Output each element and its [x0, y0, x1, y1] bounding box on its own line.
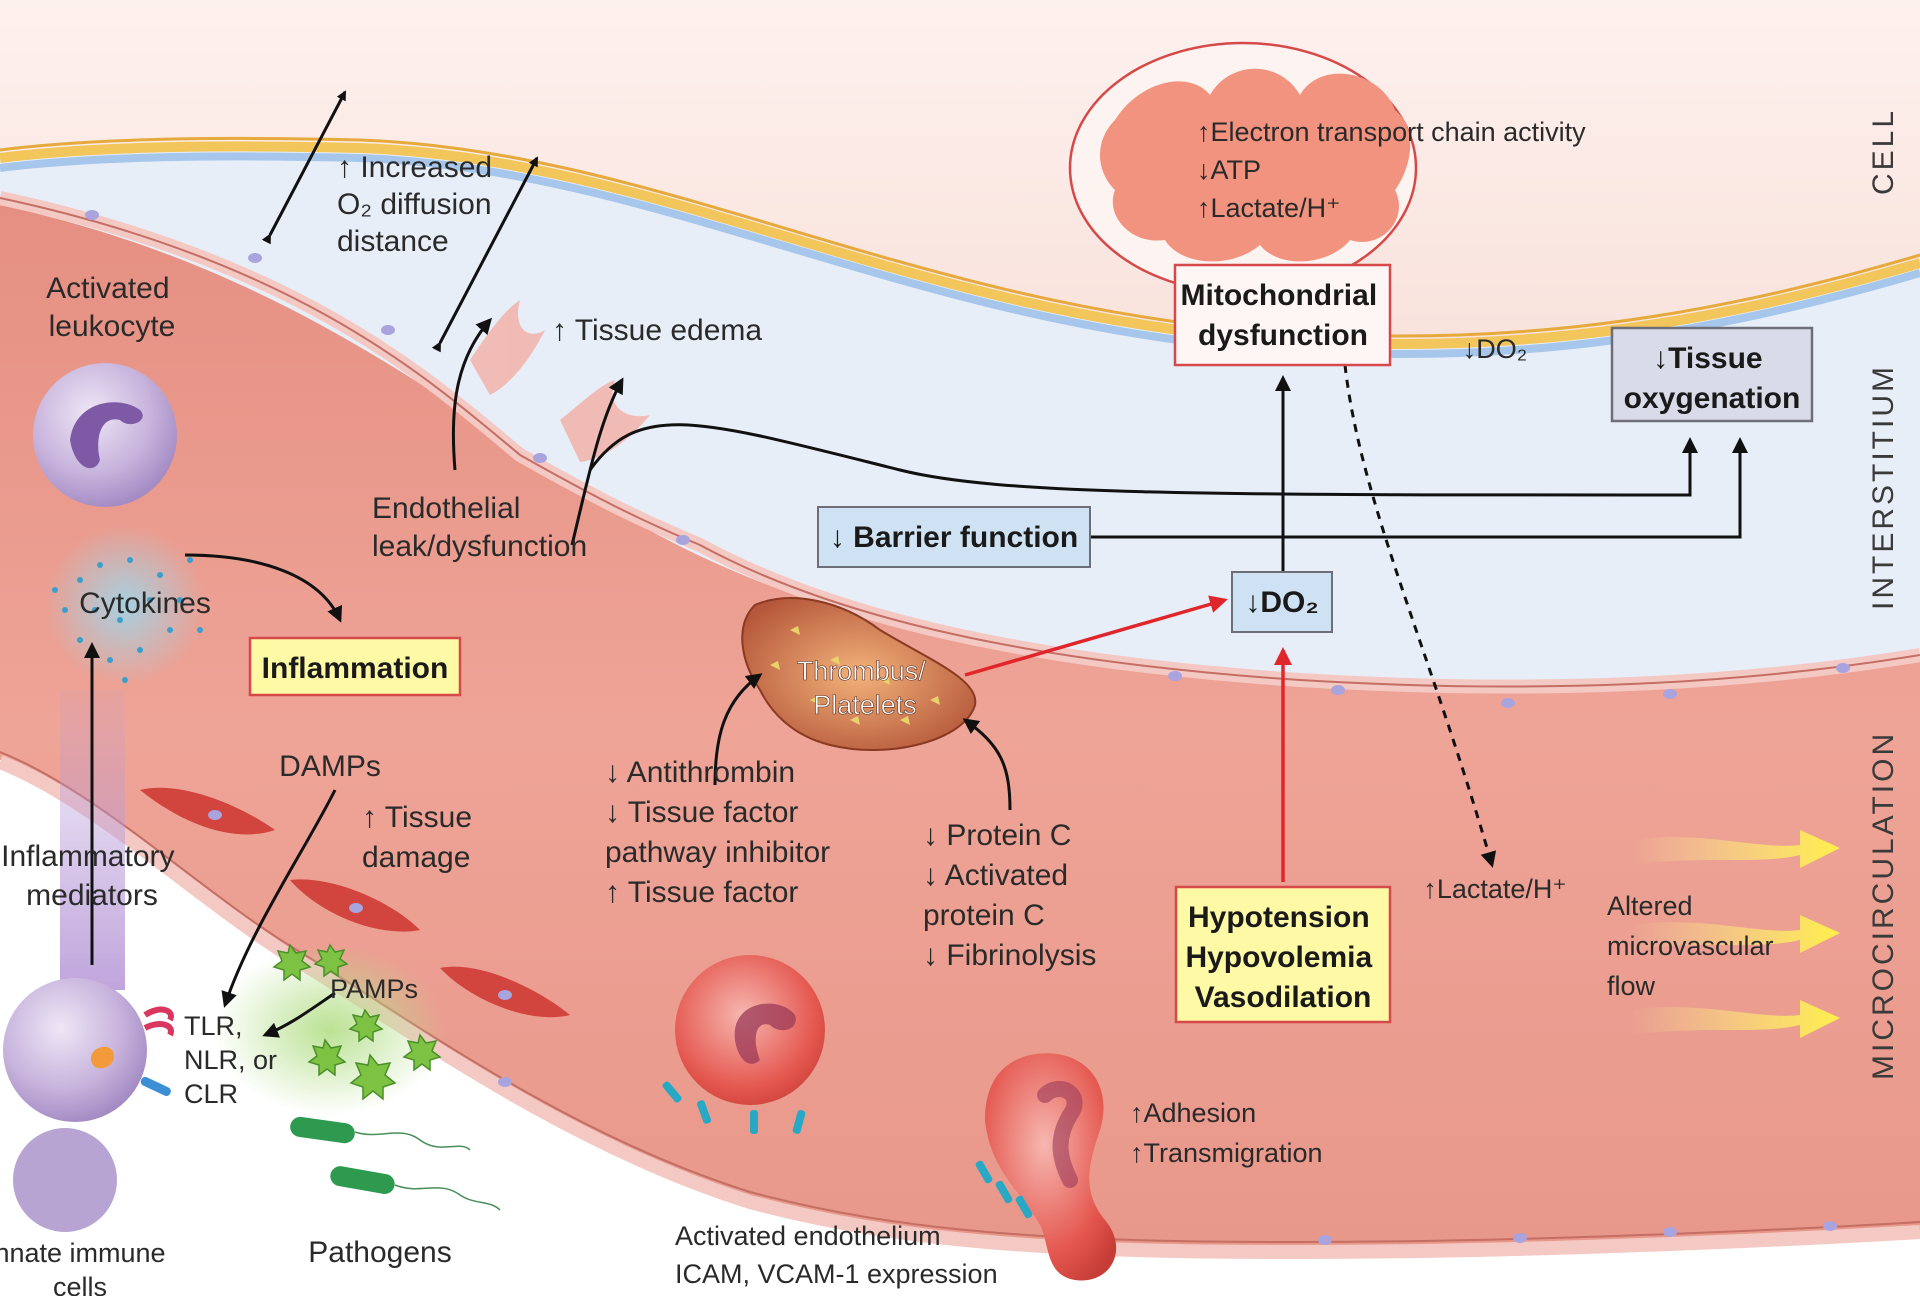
- pathogens-label: Pathogens: [308, 1236, 451, 1269]
- do2-interstitium-label: ↓DO₂: [1463, 334, 1527, 364]
- region-cell: CELL: [1867, 108, 1900, 195]
- region-microcirculation: MICROCIRCULATION: [1867, 731, 1900, 1080]
- cytokines-label: Cytokines: [79, 587, 211, 620]
- inflammation-text: Inflammation: [262, 652, 449, 685]
- pamps-label: PAMPs: [330, 974, 418, 1004]
- damps-label: DAMPs: [279, 750, 381, 783]
- region-interstitium: INTERSTITIUM: [1867, 364, 1900, 610]
- lactate-micro-label: ↑Lactate/H⁺: [1423, 874, 1566, 904]
- barrier-function-text: ↓ Barrier function: [830, 521, 1078, 554]
- hypotension-text: Hypotension Hypovolemia Vasodilation: [1185, 901, 1380, 1014]
- tissue-edema-label: ↑ Tissue edema: [552, 314, 762, 347]
- do2-box-text: ↓DO₂: [1245, 586, 1318, 619]
- activated-leukocyte: [33, 363, 177, 507]
